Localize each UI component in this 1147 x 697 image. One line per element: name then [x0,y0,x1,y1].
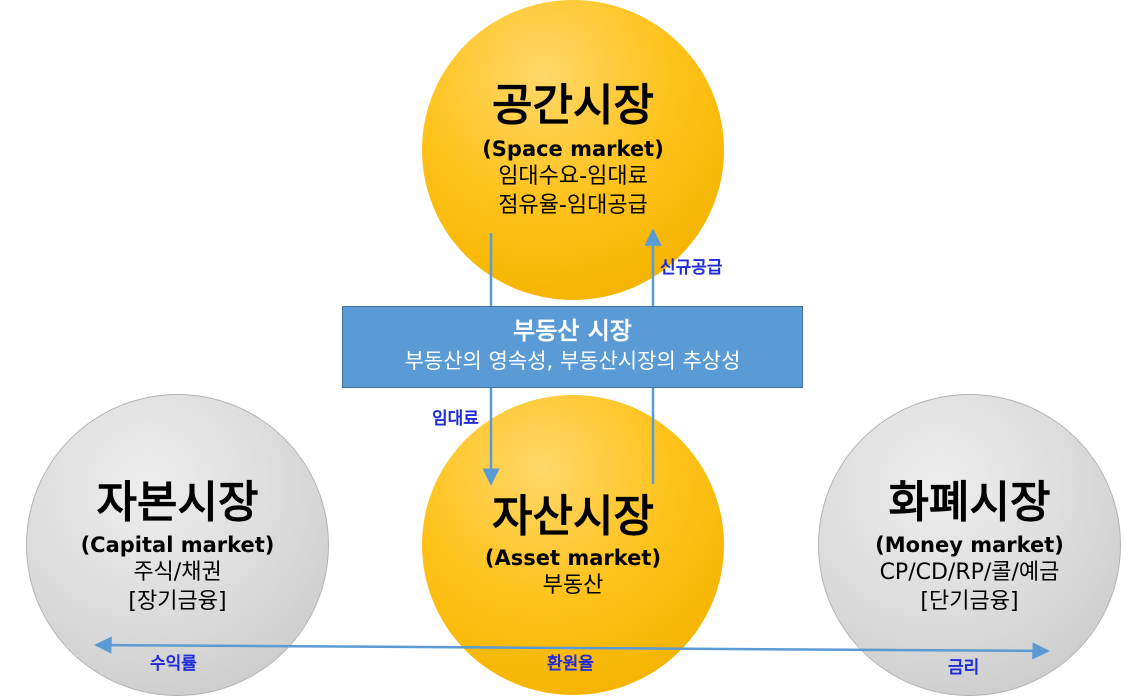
cap-rate-label: 환원율 [547,654,594,674]
capital-market-english: (Capital market) [80,533,275,557]
new-supply-label: 신규공급 [660,258,723,278]
money-market-title: 화폐시장 [888,477,1051,528]
asset-market-title: 자산시장 [492,491,654,542]
space-market-line2: 점유율-임대공급 [498,193,648,218]
capital-market-line2: [장기금융] [128,589,227,614]
interest-rate-label: 금리 [948,658,980,678]
yield-label: 수익률 [150,654,197,674]
space-market-title: 공간시장 [492,80,654,131]
space-market-circle: 공간시장 (Space market) 임대수요-임대료 점유율-임대공급 [422,0,724,300]
space-market-line1: 임대수요-임대료 [498,164,648,189]
real-estate-market-banner: 부동산 시장 부동산의 영속성, 부동산시장의 추상성 [342,306,803,388]
money-market-line2: [단기금융] [920,589,1019,614]
money-market-line1: CP/CD/RP/콜/예금 [879,560,1060,585]
real-estate-market-subtitle: 부동산의 영속성, 부동산시장의 추상성 [404,349,741,373]
rate-double-arrow [94,636,1050,660]
rent-label: 임대료 [432,409,479,429]
asset-market-english: (Asset market) [484,546,662,570]
asset-market-line1: 부동산 [542,573,604,598]
money-market-english: (Money market) [875,533,1064,557]
capital-market-line1: 주식/채권 [133,560,222,585]
space-market-english: (Space market) [482,137,664,161]
real-estate-market-title: 부동산 시장 [513,317,632,345]
capital-market-title: 자본시장 [96,477,259,528]
